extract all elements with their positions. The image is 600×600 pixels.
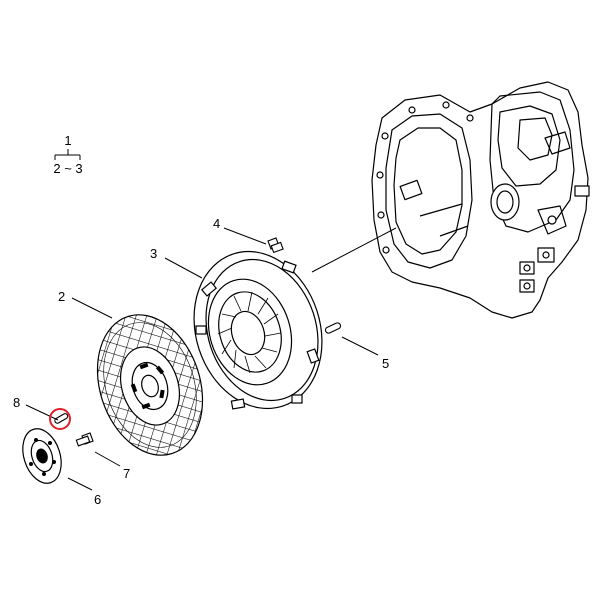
callout-label-3: 3 [150, 246, 157, 261]
callout-label-7: 7 [123, 466, 130, 481]
dowel-pin-part-5 [324, 322, 342, 334]
callout-label-2: 2 [58, 289, 65, 304]
callout-label-4: 4 [213, 216, 220, 231]
callout-label-5: 5 [382, 356, 389, 371]
leader-lines [25, 227, 397, 491]
callout-label-6: 6 [94, 492, 101, 507]
pressure-plate [193, 250, 323, 410]
clutch-disc [96, 314, 204, 456]
tree-parent-label: 1 [64, 133, 71, 148]
hub-plate [22, 428, 62, 484]
pin-part-8 [54, 413, 69, 424]
callout-label-8: 8 [13, 395, 20, 410]
hierarchy-tree: 1 2 ~ 3 [53, 133, 82, 176]
bolt-part-7 [75, 432, 94, 447]
highlight-ring [49, 408, 71, 430]
callout-labels: 2 3 4 5 6 7 8 [13, 216, 389, 507]
tree-children-label: 2 ~ 3 [53, 161, 82, 176]
transmission-housing [371, 81, 590, 319]
bolt-part-4 [267, 237, 284, 254]
